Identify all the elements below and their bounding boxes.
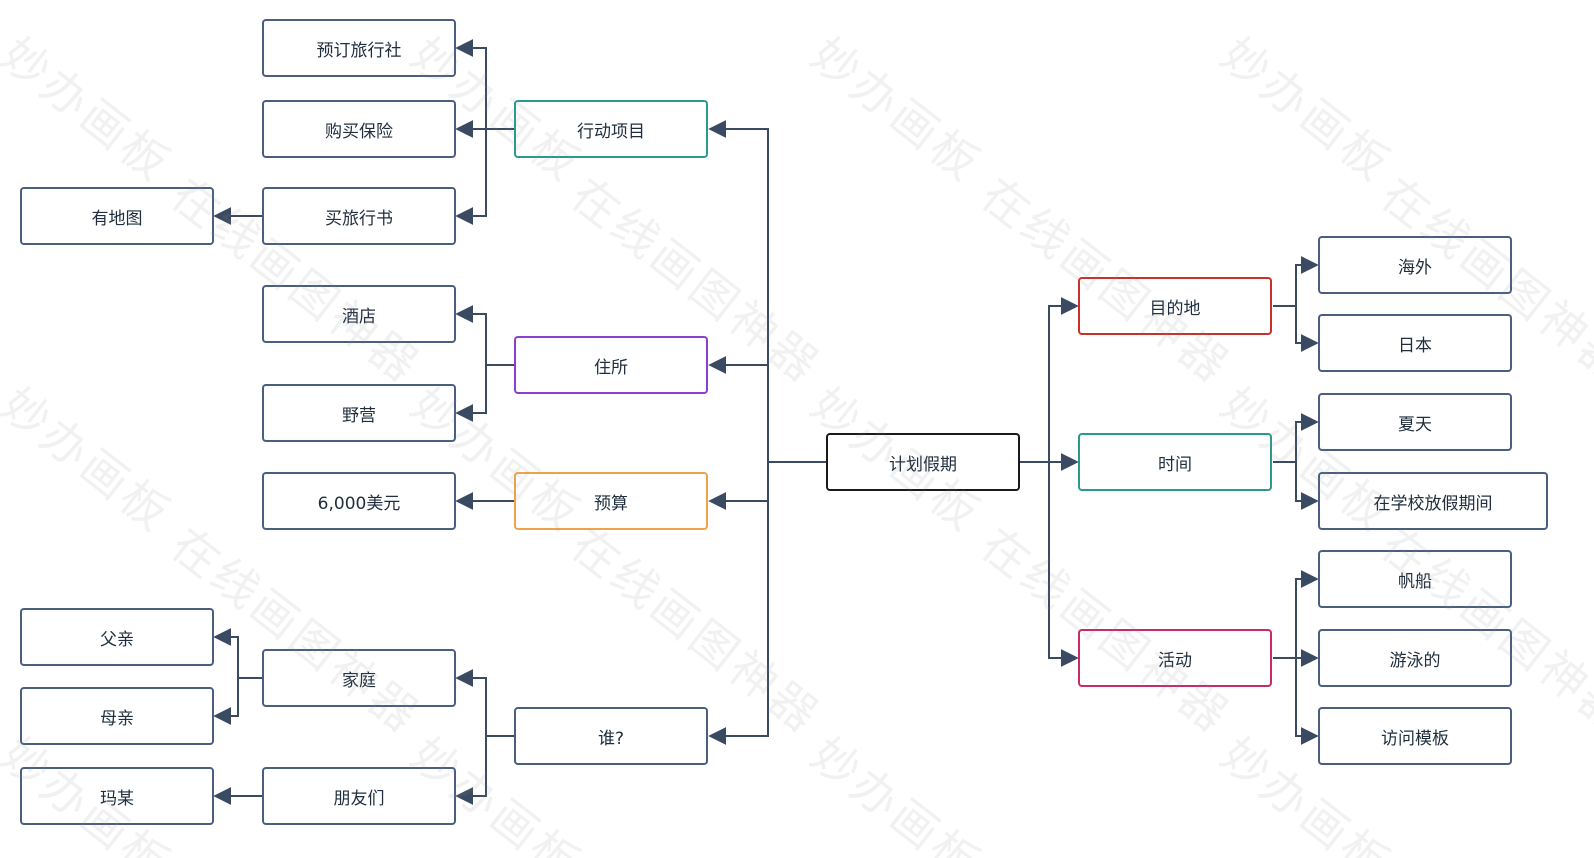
node-guidebook[interactable]: 买旅行书 <box>262 187 456 245</box>
node-family[interactable]: 家庭 <box>262 649 456 707</box>
node-sailing[interactable]: 帆船 <box>1318 550 1512 608</box>
node-activities[interactable]: 活动 <box>1078 629 1272 687</box>
node-overseas[interactable]: 海外 <box>1318 236 1512 294</box>
node-who[interactable]: 谁? <box>514 707 708 765</box>
node-has-map[interactable]: 有地图 <box>20 187 214 245</box>
connector-actions-guidebook <box>455 129 487 225</box>
connector-root-who <box>708 462 769 745</box>
node-school-break[interactable]: 在学校放假期间 <box>1318 472 1548 530</box>
node-friends[interactable]: 朋友们 <box>262 767 456 825</box>
connector-root-activities <box>1048 462 1079 667</box>
connector-family-mother <box>213 678 239 725</box>
node-insurance[interactable]: 购买保险 <box>262 100 456 158</box>
connector-lodging-camping <box>455 365 487 422</box>
node-swimming[interactable]: 游泳的 <box>1318 629 1512 687</box>
node-lodging[interactable]: 住所 <box>514 336 708 394</box>
connector-activities-sailing <box>1273 570 1319 659</box>
node-camping[interactable]: 野营 <box>262 384 456 442</box>
connector-who-friends <box>455 736 487 805</box>
node-destination[interactable]: 目的地 <box>1078 277 1272 335</box>
connector-time-summer <box>1273 413 1319 463</box>
node-visit-template[interactable]: 访问模板 <box>1318 707 1512 765</box>
node-father[interactable]: 父亲 <box>20 608 214 666</box>
node-summer[interactable]: 夏天 <box>1318 393 1512 451</box>
node-book-agency[interactable]: 预订旅行社 <box>262 19 456 77</box>
node-budget-amount[interactable]: 6,000美元 <box>262 472 456 530</box>
node-mother[interactable]: 母亲 <box>20 687 214 745</box>
connector-lodging-hotel <box>455 305 514 366</box>
connector-family-father <box>213 628 262 679</box>
node-someone[interactable]: 玛某 <box>20 767 214 825</box>
connector-activities-visit <box>1295 658 1319 745</box>
node-time[interactable]: 时间 <box>1078 433 1272 491</box>
connector-who-family <box>455 669 514 737</box>
connector-root-actions <box>708 120 826 463</box>
node-budget[interactable]: 预算 <box>514 472 708 530</box>
node-root[interactable]: 计划假期 <box>826 433 1020 491</box>
node-actions[interactable]: 行动项目 <box>514 100 708 158</box>
connector-actions-agency <box>455 39 514 130</box>
connector-destination-japan <box>1295 306 1319 352</box>
connector-root-destination <box>1020 297 1079 463</box>
node-hotel[interactable]: 酒店 <box>262 285 456 343</box>
connector-time-break <box>1295 462 1319 510</box>
node-japan[interactable]: 日本 <box>1318 314 1512 372</box>
connector-destination-overseas <box>1273 256 1319 307</box>
